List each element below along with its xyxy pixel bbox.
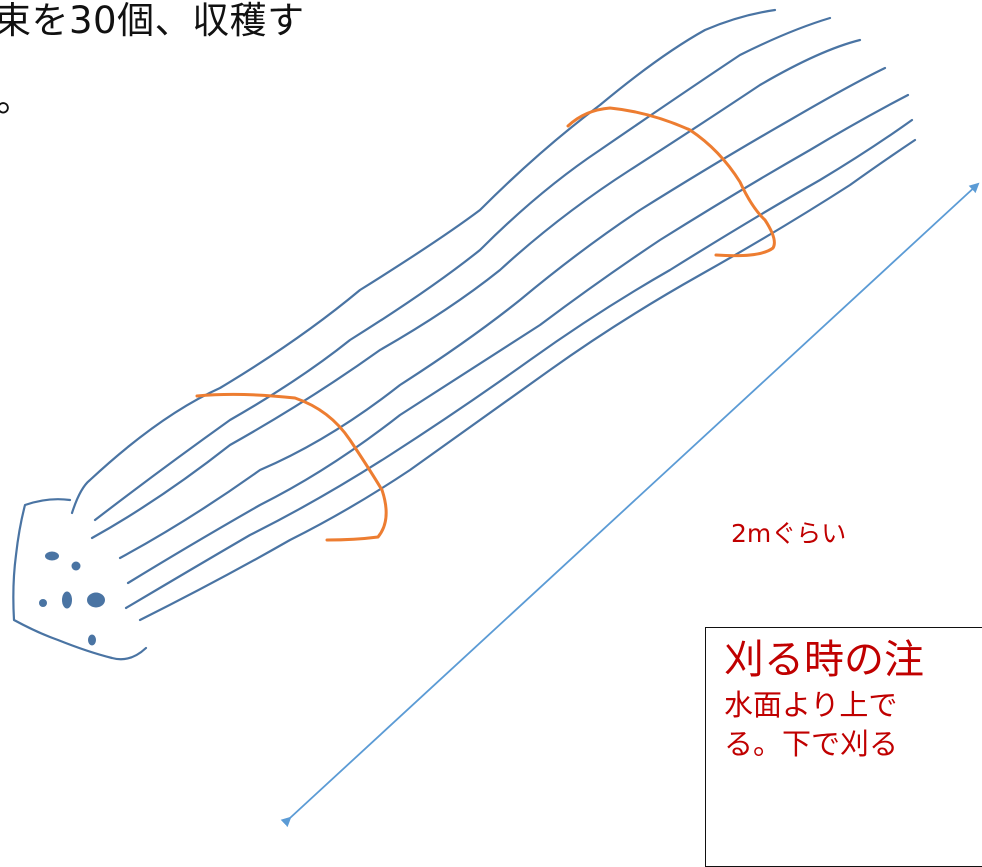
reed-bundle-sketch (12, 8, 980, 828)
note-line-2: る。下で刈る (724, 727, 899, 762)
reed-stalk (70, 8, 777, 515)
instruction-heading-line-2: 。 (0, 80, 34, 117)
bundle-cut-end (12, 498, 148, 661)
reed-stalk (118, 66, 887, 560)
cut-end-outline (12, 498, 148, 661)
harvest-note-box: 刈る時の注 水面より上で る。下で刈る (705, 627, 982, 867)
stalk-hole (62, 591, 72, 609)
stalk-hole (45, 551, 59, 561)
note-title: 刈る時の注 (724, 637, 924, 683)
instruction-heading-line-1: 束を30個、収穫す (0, 0, 305, 42)
reed-stalk (138, 138, 917, 622)
stalk-hole (87, 592, 105, 608)
reed-stalk (93, 16, 832, 522)
reed-stalk (126, 93, 910, 585)
stalk-hole (39, 599, 47, 607)
reed-stalk (90, 38, 862, 540)
length-label: 2mぐらい (731, 519, 847, 548)
stalk-hole (71, 561, 81, 571)
note-line-1: 水面より上で (724, 688, 898, 722)
stalk-hole (88, 634, 96, 646)
length-arrow (280, 182, 980, 828)
bundle-ties (195, 106, 776, 542)
note-body: 水面より上で る。下で刈る (724, 686, 982, 764)
